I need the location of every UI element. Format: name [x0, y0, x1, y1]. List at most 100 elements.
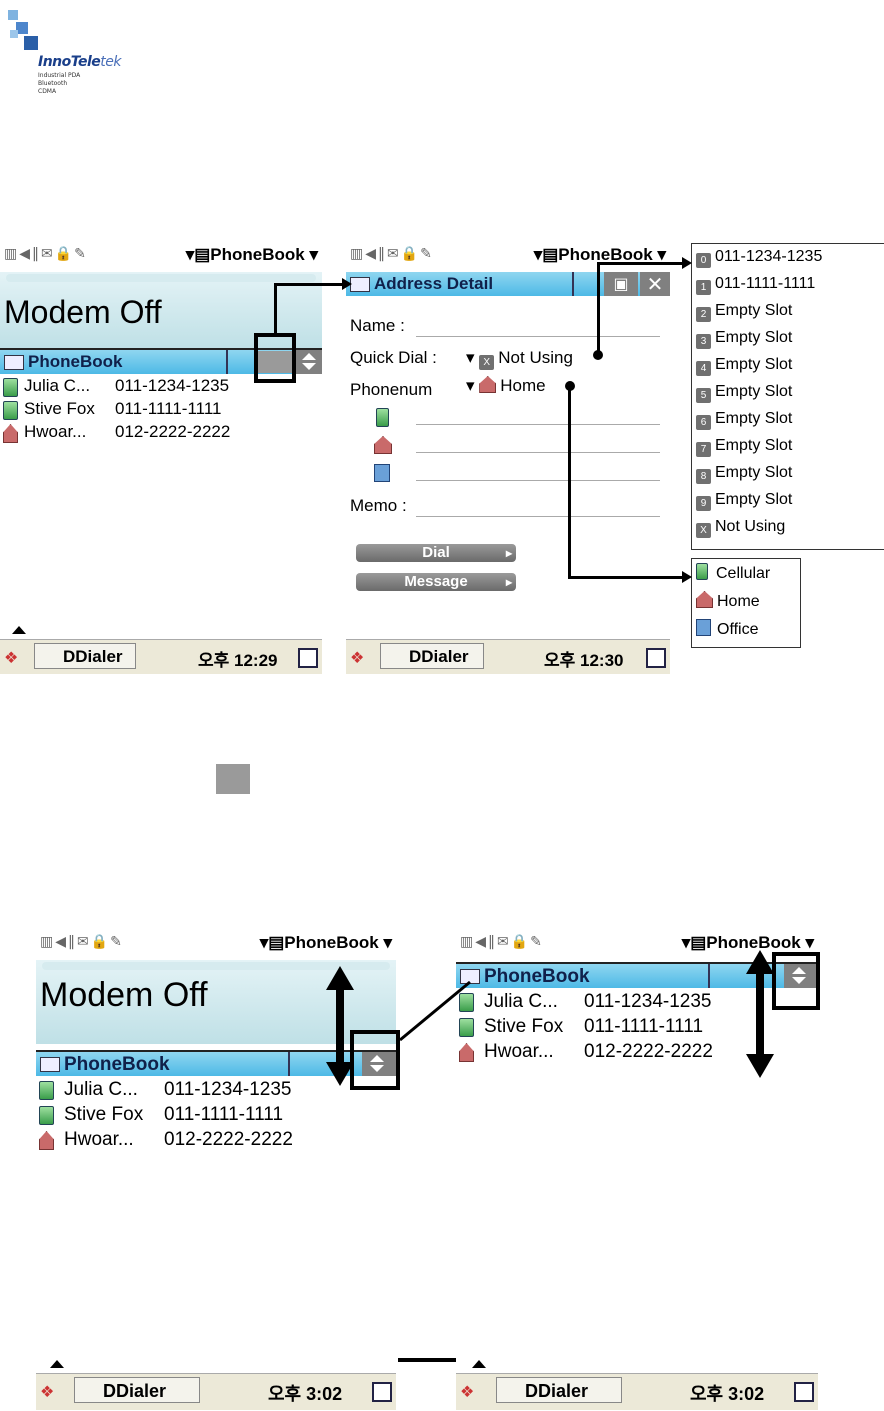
sip-arrow-icon[interactable] [472, 1360, 486, 1368]
name-field[interactable] [416, 336, 660, 337]
phonebook-screen-2: ▥◀‖✉🔒✎ ▾▤PhoneBook ▾ Modem Off PhoneBook… [36, 930, 396, 1410]
list-item[interactable]: Julia C...011-1234-1235 [456, 990, 818, 1015]
highlight-box [350, 1030, 400, 1090]
window-switch-icon[interactable] [794, 1382, 814, 1402]
message-button[interactable]: Message [356, 573, 516, 591]
cellular-icon [696, 563, 708, 580]
clock[interactable]: 오후 3:02 [268, 1384, 343, 1404]
cellular-icon [3, 378, 18, 397]
ddialer-task-button[interactable]: DDialer [496, 1377, 622, 1403]
memo-field[interactable] [416, 516, 660, 517]
toggle-modem-button[interactable] [294, 350, 322, 374]
taskbar: ❖ DDialer 오후 3:02 [36, 1360, 396, 1410]
close-button[interactable]: ✕ [640, 272, 670, 296]
modem-status: Modem Off [40, 976, 208, 1014]
sip-arrow-icon[interactable] [12, 626, 26, 634]
phonebook-screen-3: ▥◀‖✉🔒✎ ▾▤PhoneBook ▾ PhoneBook Julia C..… [456, 930, 818, 1410]
window-switch-icon[interactable] [298, 648, 318, 668]
callout-dot [593, 350, 603, 360]
list-item[interactable]: Julia C...011-1234-1235 [0, 375, 322, 398]
highlight-box [254, 333, 296, 383]
start-icon[interactable]: ❖ [40, 1384, 55, 1401]
list-header: PhoneBook [0, 348, 322, 374]
list-item[interactable]: Hwoar...012-2222-2222 [456, 1040, 818, 1065]
cellular-icon [459, 993, 474, 1012]
dial-button[interactable]: Dial [356, 544, 516, 562]
ddialer-task-button[interactable]: DDialer [34, 643, 136, 669]
home-icon [3, 424, 18, 443]
window-switch-icon[interactable] [372, 1382, 392, 1402]
start-icon[interactable]: ❖ [4, 650, 19, 667]
clock[interactable]: 오후 3:02 [690, 1384, 765, 1404]
status-icons: ▥◀‖✉🔒✎ [40, 934, 124, 950]
phonetype-option[interactable]: Office [696, 619, 759, 639]
list-item[interactable]: Hwoar...012-2222-2222 [36, 1128, 396, 1153]
modem-signal-bar [6, 274, 316, 282]
modem-signal-bar [42, 962, 390, 970]
ddialer-task-button[interactable]: DDialer [74, 1377, 200, 1403]
taskbar: ❖ DDialer 오후 12:29 [0, 626, 322, 674]
save-button[interactable]: ▣ [604, 272, 638, 296]
header-divider [288, 1052, 290, 1076]
home-icon [374, 436, 392, 454]
logo-wordmark: InnoTeletek [38, 54, 122, 70]
clock[interactable]: 오후 12:30 [544, 651, 624, 670]
callout-line [274, 283, 344, 286]
phonetype-option[interactable]: Cellular [696, 563, 770, 583]
office-field[interactable] [416, 480, 660, 481]
status-bar: ▥◀‖✉🔒✎ ▾▤PhoneBook ▾ [456, 930, 818, 960]
header-divider [708, 964, 710, 988]
address-detail-button[interactable] [258, 351, 292, 373]
header-divider [572, 272, 574, 296]
phonenum-type-select[interactable]: ▾ Home [466, 376, 546, 395]
toggle-modem-button[interactable] [362, 1052, 396, 1076]
callout-line [568, 386, 571, 578]
list-item[interactable]: Julia C...011-1234-1235 [36, 1078, 396, 1103]
list-item[interactable]: Hwoar...012-2222-2222 [0, 421, 322, 444]
status-bar: ▥◀‖✉🔒✎ ▾▤PhoneBook ▾ [0, 242, 322, 272]
app-menu-title[interactable]: ▾▤PhoneBook ▾ [259, 933, 392, 952]
office-icon [374, 464, 390, 482]
cellular-icon [39, 1106, 54, 1125]
cellular-field[interactable] [416, 424, 660, 425]
phonebook-icon [40, 1057, 60, 1072]
clock[interactable]: 오후 12:29 [198, 651, 278, 670]
app-menu-title[interactable]: ▾▤PhoneBook ▾ [681, 933, 814, 952]
start-icon[interactable]: ❖ [350, 650, 365, 667]
app-menu-title[interactable]: ▾▤PhoneBook ▾ [185, 245, 318, 264]
start-icon[interactable]: ❖ [460, 1384, 475, 1401]
home-field[interactable] [416, 452, 660, 453]
ddialer-task-button[interactable]: DDialer [380, 643, 484, 669]
address-detail-icon [350, 277, 370, 292]
phonenum-label: Phonenum [350, 380, 433, 399]
list-title: PhoneBook [484, 966, 590, 987]
sip-arrow-icon[interactable] [50, 1360, 64, 1368]
status-icons: ▥◀‖✉🔒✎ [4, 246, 88, 262]
window-switch-icon[interactable] [646, 648, 666, 668]
address-detail-screen: ▥◀‖✉🔒✎ ▾▤PhoneBook ▾ Address Detail ▣ ✕ … [346, 242, 670, 674]
detail-title: Address Detail [374, 274, 494, 293]
app-menu-title[interactable]: ▾▤PhoneBook ▾ [533, 245, 666, 264]
phonetype-option[interactable]: Home [696, 591, 760, 611]
list-title: PhoneBook [28, 352, 123, 371]
modem-panel: Modem Off [36, 960, 396, 1044]
cellular-icon [39, 1081, 54, 1100]
toggle-modem-button[interactable] [784, 964, 818, 988]
